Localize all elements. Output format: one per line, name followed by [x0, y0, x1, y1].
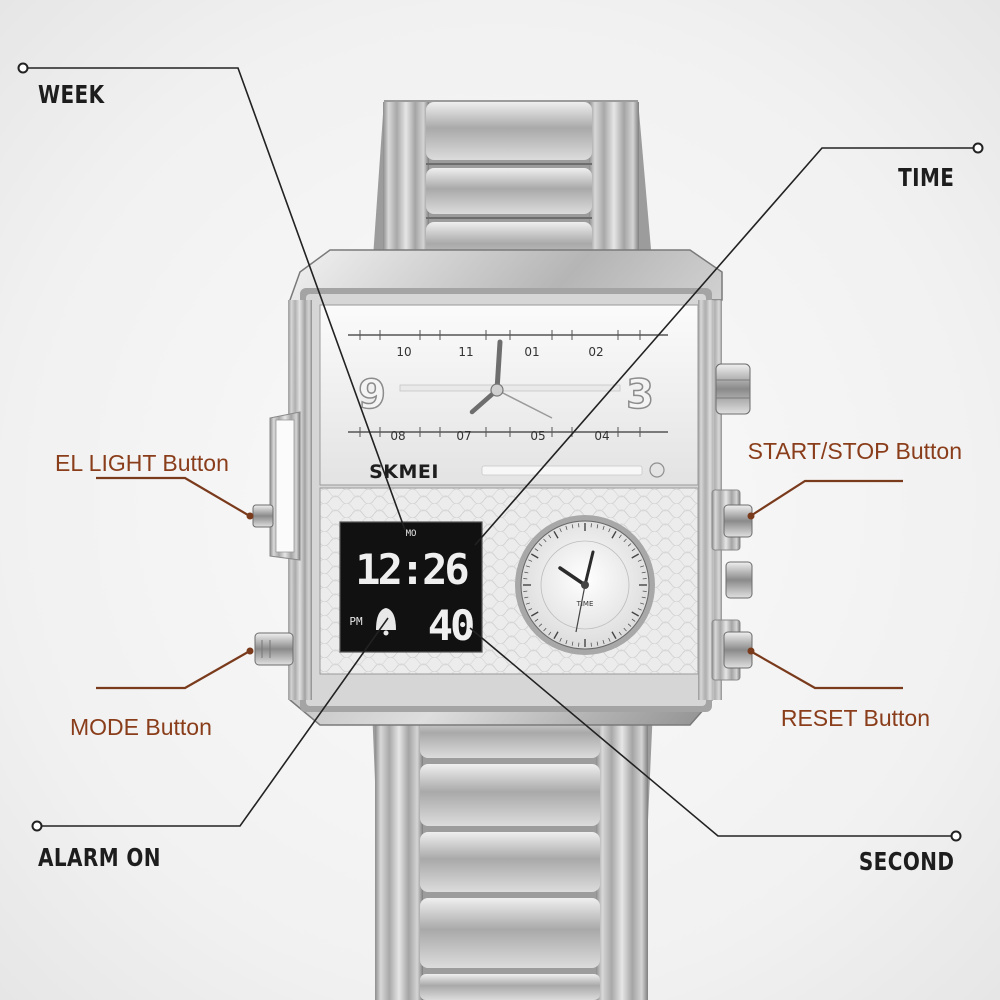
dial-scale-10: 10: [396, 345, 411, 359]
subdial-tick: [548, 631, 552, 636]
dial-scale-04: 04: [594, 429, 609, 443]
leader-reset: [747, 647, 903, 690]
subdial-tick: [530, 611, 539, 617]
dial-scale-01: 01: [524, 345, 539, 359]
subdial-tick: [543, 538, 547, 543]
subdial-tick: [631, 553, 640, 559]
subdial-tick: [525, 602, 530, 605]
subdial-tick: [608, 637, 611, 642]
leader-second: [469, 627, 962, 842]
subdial-tick: [543, 627, 547, 632]
subdial-tick: [623, 538, 627, 543]
subdial-tick: [618, 534, 622, 539]
subdial-tick: [571, 524, 574, 529]
reset-button[interactable]: [711, 619, 753, 681]
subdial-tick: [534, 618, 539, 622]
subdial-tick: [534, 548, 539, 552]
dial-rivet: [649, 462, 665, 478]
subdial-tick: [553, 631, 559, 640]
side-crown-top[interactable]: [715, 363, 751, 415]
subdial-tick: [565, 640, 568, 645]
subdial-tick: [608, 528, 611, 533]
subdial-tick: [631, 548, 636, 552]
subdial-tick: [538, 543, 543, 547]
subdial-tick: [618, 631, 622, 636]
subdial-tick: [559, 637, 562, 642]
label-mode-button: MODE Button: [70, 714, 212, 740]
subdial-tick: [528, 559, 533, 562]
start-stop-button[interactable]: [711, 489, 753, 551]
dial-numeral-9: 9: [358, 372, 386, 418]
label-time: TIME: [897, 163, 954, 192]
subdial-tick: [611, 631, 617, 640]
lcd-pm: PM: [349, 615, 363, 628]
lcd-time: 12:26: [355, 545, 468, 594]
subdial-tick: [631, 618, 636, 622]
subdial-tick: [611, 530, 617, 539]
dial-scale-08: 08: [390, 429, 405, 443]
subdial-tick: [640, 565, 645, 568]
leader-week: [17, 62, 406, 531]
mode-button[interactable]: [254, 632, 294, 666]
label-alarm-on: ALARM ON: [38, 843, 161, 872]
label-el-light-button: EL LIGHT Button: [55, 450, 229, 476]
subdial-label: TIME: [576, 600, 594, 608]
subdial-tick: [571, 641, 574, 646]
analog-hands: [469, 339, 553, 419]
lcd-seconds: 40: [428, 601, 473, 650]
subdial-tick: [553, 530, 559, 539]
subdial: TIME: [515, 515, 655, 655]
subdial-tick: [641, 596, 646, 599]
bracelet-bottom: [372, 708, 653, 1000]
subdial-tick: [528, 608, 533, 611]
subdial-tick: [596, 524, 599, 529]
el-light-guard: [269, 411, 301, 561]
brand-logo: SKMEI: [369, 461, 439, 483]
bell-icon: [376, 608, 396, 636]
dial-scale-05: 05: [530, 429, 545, 443]
leader-el-light: [96, 476, 254, 520]
bracelet-top: [372, 100, 653, 272]
label-reset-button: RESET Button: [780, 705, 930, 731]
label-week: WEEK: [38, 80, 105, 109]
dial-scale-07: 07: [456, 429, 471, 443]
subdial-ticks: [523, 523, 647, 647]
subdial-tick: [631, 611, 640, 617]
subdial-tick: [640, 602, 645, 605]
subdial-tick: [524, 596, 529, 599]
subdial-tick: [602, 525, 605, 530]
subdial-tick: [627, 623, 632, 627]
subdial-tick: [525, 565, 530, 568]
subdial-tick: [530, 553, 539, 559]
subdial-tick: [596, 641, 599, 646]
dial-scale-11: 11: [458, 345, 473, 359]
leader-time: [474, 142, 984, 546]
subdial-tick: [602, 640, 605, 645]
subdial-tick: [559, 528, 562, 533]
leader-lines: [17, 62, 984, 842]
subdial-tick: [637, 559, 642, 562]
subdial-tick: [538, 623, 543, 627]
dial-scale-02: 02: [588, 345, 603, 359]
side-crown-middle[interactable]: [725, 561, 753, 599]
subdial-tick: [548, 534, 552, 539]
leader-start-stop: [747, 479, 903, 520]
lcd-day: MO: [406, 529, 417, 539]
leader-alarm-on: [31, 617, 389, 832]
label-start-stop-button: START/STOP Button: [747, 438, 962, 464]
subdial-tick: [524, 571, 529, 574]
leader-mode: [96, 647, 254, 690]
dial-numeral-3: 3: [626, 372, 654, 418]
subdial-tick: [637, 608, 642, 611]
subdial-tick: [627, 543, 632, 547]
label-second: SECOND: [858, 847, 954, 876]
subdial-tick: [565, 525, 568, 530]
el-light-button[interactable]: [252, 504, 274, 528]
subdial-tick: [623, 627, 627, 632]
main-dial: 10 11 01 02 08 07 05 04 9 3 SKMEI: [319, 304, 699, 486]
lcd-display: MO 12:26 PM 40: [339, 521, 483, 653]
subdial-tick: [641, 571, 646, 574]
